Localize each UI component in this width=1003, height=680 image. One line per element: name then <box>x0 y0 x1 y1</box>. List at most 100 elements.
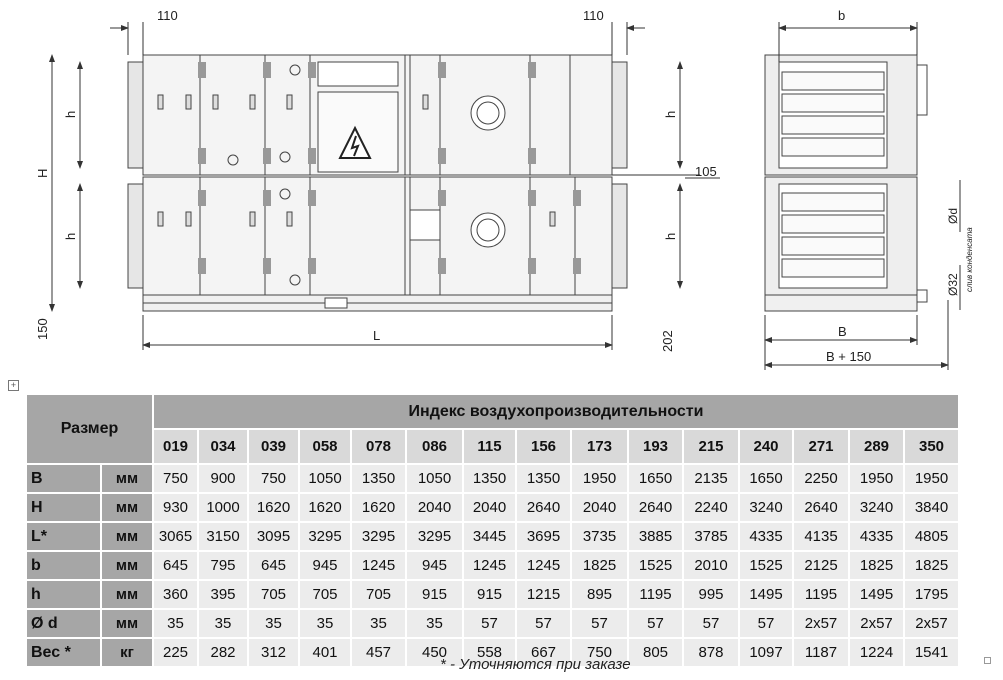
table-cell: 3295 <box>298 521 352 552</box>
table-cell: 57 <box>462 608 517 639</box>
row-label: b <box>25 550 102 581</box>
index-code: 115 <box>462 428 517 465</box>
table-cell: 795 <box>197 550 249 581</box>
table-cell: 2640 <box>515 492 572 523</box>
table-cell: 395 <box>197 579 249 610</box>
table-cell: 3785 <box>682 521 740 552</box>
table-cell: 57 <box>627 608 684 639</box>
row-unit: мм <box>100 579 154 610</box>
table-cell: 1950 <box>903 463 960 494</box>
row-unit: мм <box>100 608 154 639</box>
index-code: 078 <box>350 428 407 465</box>
row-label: L* <box>25 521 102 552</box>
table-cell: 225 <box>152 637 199 668</box>
table-cell: 2240 <box>682 492 740 523</box>
table-cell: 3295 <box>350 521 407 552</box>
table-cell: 2125 <box>792 550 850 581</box>
table-cell: 1650 <box>627 463 684 494</box>
table-cell: 312 <box>247 637 300 668</box>
dim-length: L <box>373 328 380 343</box>
table-cell: 1350 <box>462 463 517 494</box>
table-cell: 57 <box>682 608 740 639</box>
table-cell: 360 <box>152 579 199 610</box>
table-cell: 1215 <box>515 579 572 610</box>
front-view <box>127 54 628 312</box>
table-cell: 401 <box>298 637 352 668</box>
table-cell: 3240 <box>738 492 794 523</box>
table-cell: 57 <box>570 608 629 639</box>
index-code: 271 <box>792 428 850 465</box>
row-unit: мм <box>100 521 154 552</box>
table-cell: 705 <box>247 579 300 610</box>
table-cell: 667 <box>515 637 572 668</box>
dim-drain: Ø32 <box>946 273 960 296</box>
table-cell: 3240 <box>848 492 905 523</box>
table-cell: 995 <box>682 579 740 610</box>
row-unit: кг <box>100 637 154 668</box>
index-code: 215 <box>682 428 740 465</box>
table-cell: 2135 <box>682 463 740 494</box>
row-label: Вес * <box>25 637 102 668</box>
table-cell: 895 <box>570 579 629 610</box>
dim-width-outer: B + 150 <box>826 349 871 364</box>
table-cell: 878 <box>682 637 740 668</box>
table-cell: 930 <box>152 492 199 523</box>
table-cell: 4335 <box>738 521 794 552</box>
row-label: Ø d <box>25 608 102 639</box>
table-cell: 2010 <box>682 550 740 581</box>
table-cell: 4135 <box>792 521 850 552</box>
table-cell: 1525 <box>627 550 684 581</box>
table-cell: 3065 <box>152 521 199 552</box>
table-cell: 35 <box>152 608 199 639</box>
table-cell: 750 <box>152 463 199 494</box>
dim-total-height: H <box>35 169 50 178</box>
table-cell: 705 <box>350 579 407 610</box>
table-cell: 1495 <box>738 579 794 610</box>
dim-base-right: 202 <box>660 330 675 352</box>
index-code: 156 <box>515 428 572 465</box>
index-code: 019 <box>152 428 199 465</box>
index-code: 173 <box>570 428 629 465</box>
table-cell: 2x57 <box>903 608 960 639</box>
table-cell: 1050 <box>298 463 352 494</box>
dim-section-height-lower-left: h <box>63 233 78 240</box>
table-cell: 1245 <box>350 550 407 581</box>
table-cell: 945 <box>298 550 352 581</box>
table-cell: 3095 <box>247 521 300 552</box>
table-cell: 2040 <box>462 492 517 523</box>
row-label: H <box>25 492 102 523</box>
index-header: Индекс воздухопроизводительности <box>152 393 960 430</box>
table-cell: 2x57 <box>848 608 905 639</box>
dim-section-height-upper-right: h <box>663 111 678 118</box>
dim-section-height-lower-right: h <box>663 233 678 240</box>
table-move-icon[interactable]: + <box>8 380 19 391</box>
side-view-dimensions <box>764 22 961 370</box>
table-cell: 3840 <box>903 492 960 523</box>
table-cell: 558 <box>462 637 517 668</box>
resize-handle-icon[interactable] <box>984 657 991 664</box>
table-cell: 1650 <box>738 463 794 494</box>
table-cell: 3445 <box>462 521 517 552</box>
table-cell: 35 <box>298 608 352 639</box>
table-cell: 1795 <box>903 579 960 610</box>
table-cell: 1825 <box>903 550 960 581</box>
index-code: 350 <box>903 428 960 465</box>
table-cell: 1825 <box>570 550 629 581</box>
table-cell: 1097 <box>738 637 794 668</box>
row-label: h <box>25 579 102 610</box>
table-cell: 35 <box>405 608 464 639</box>
table-cell: 3150 <box>197 521 249 552</box>
table-cell: 457 <box>350 637 407 668</box>
table-cell: 1620 <box>350 492 407 523</box>
size-header: Размер <box>25 393 154 465</box>
table-cell: 750 <box>247 463 300 494</box>
